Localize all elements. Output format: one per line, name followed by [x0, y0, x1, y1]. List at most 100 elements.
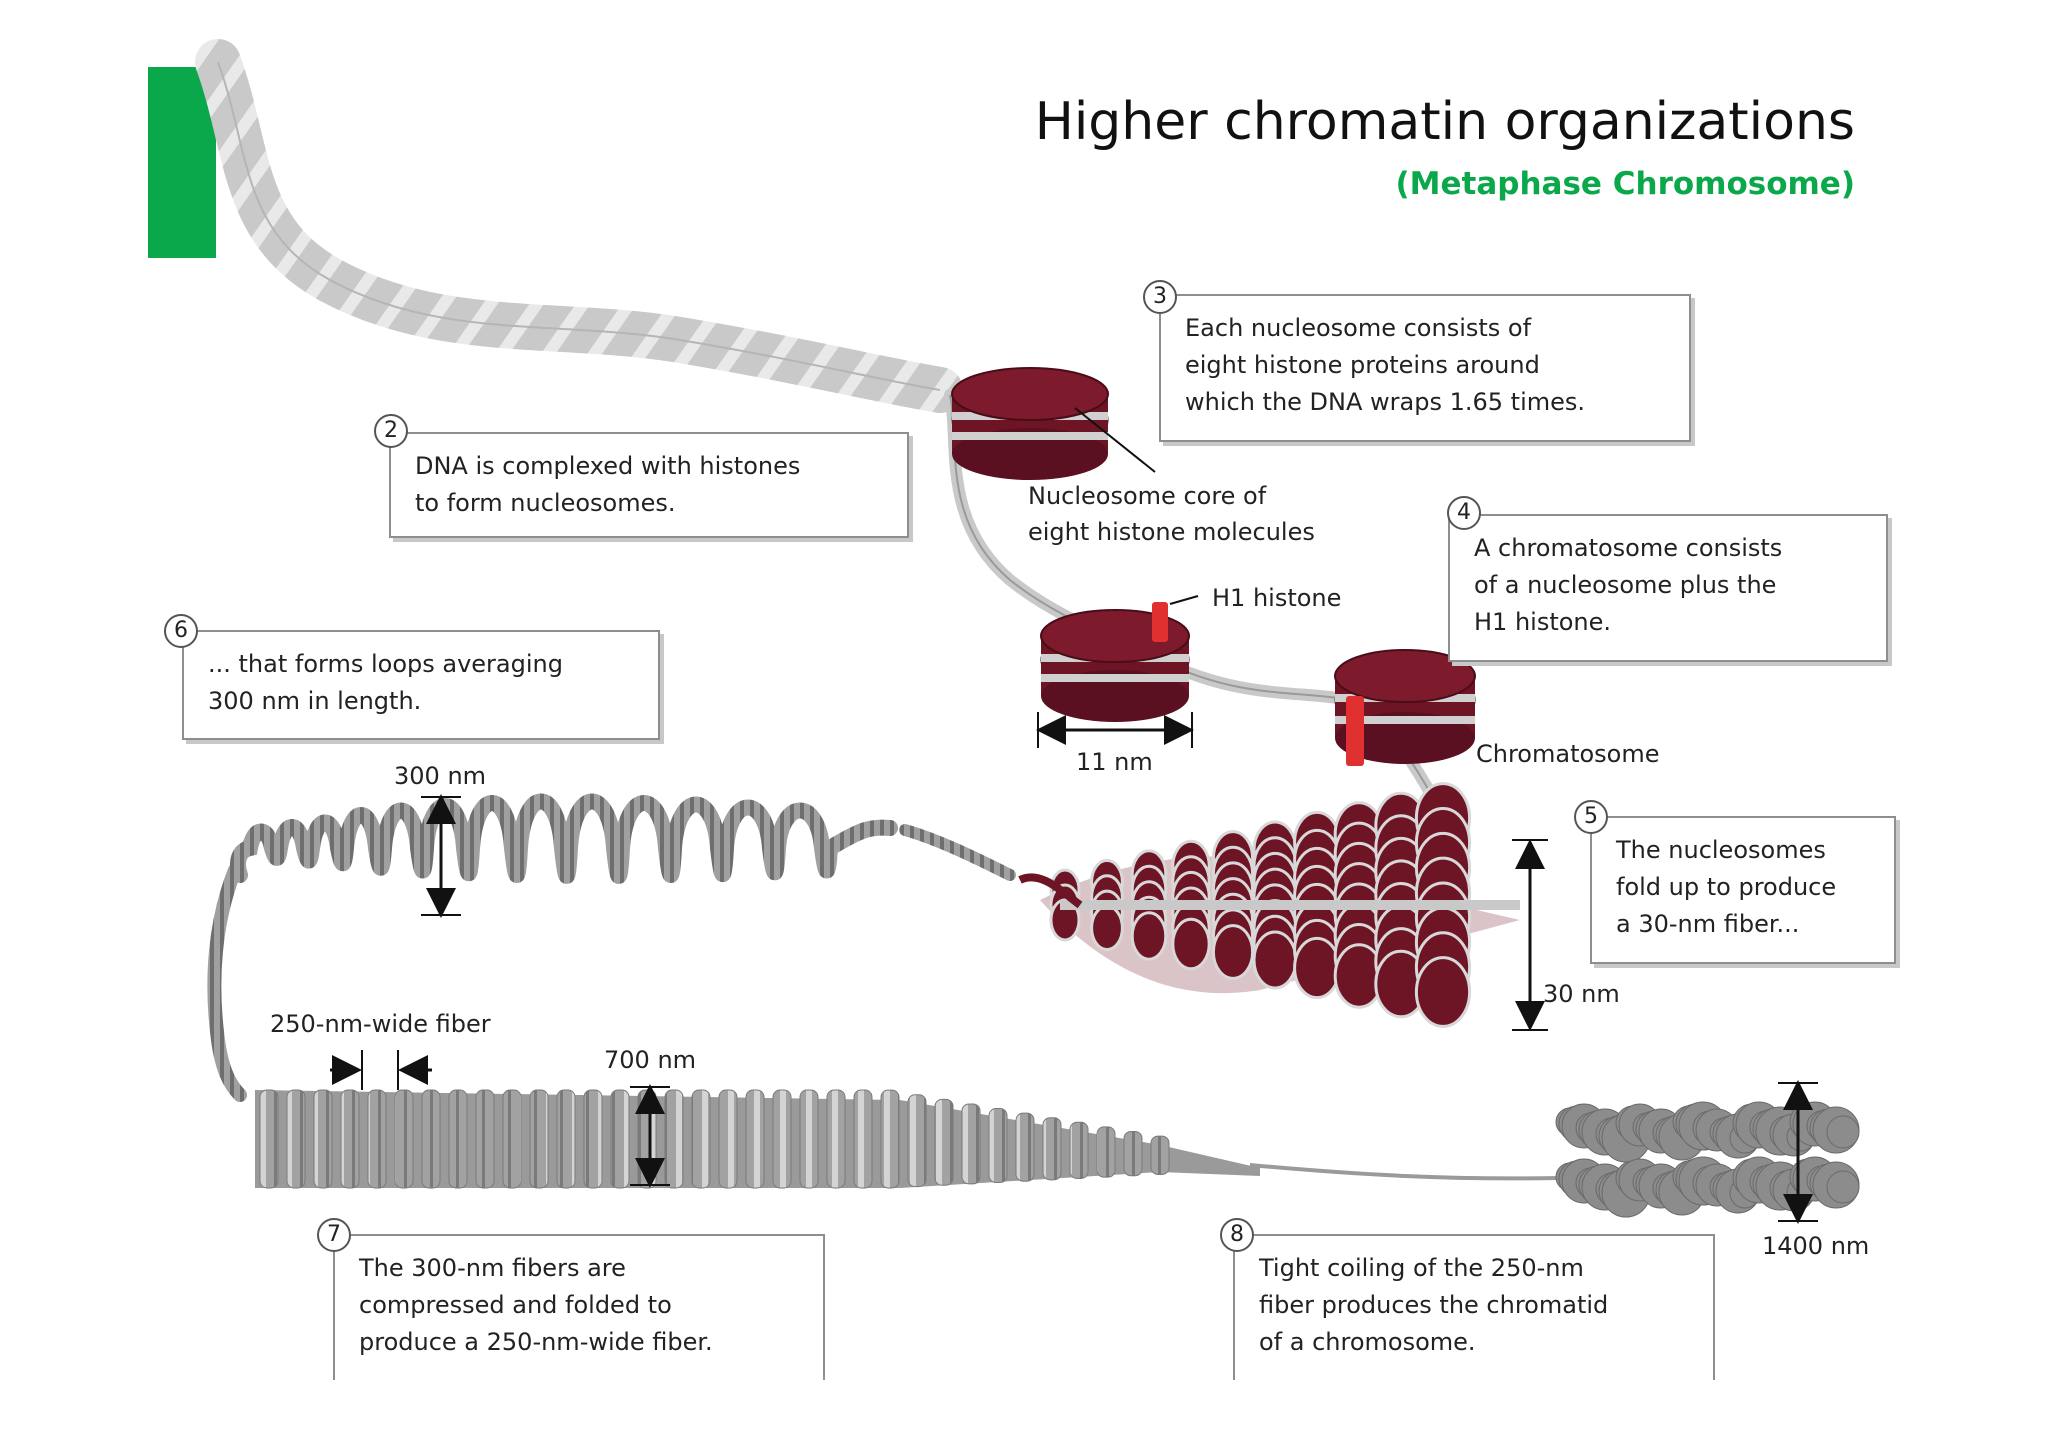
callout-3-line-3: which the DNA wraps 1.65 times. — [1185, 388, 1586, 416]
fiber-250nm-segment — [340, 1089, 360, 1189]
label-250nm-wide-fiber: 250-nm-wide fiber — [270, 1010, 491, 1038]
fiber-250nm-segment — [394, 1089, 414, 1189]
fiber-250nm-segment — [745, 1089, 765, 1189]
label-nucleosome-core-line-2: eight histone molecules — [1028, 518, 1315, 546]
fiber-30nm — [1040, 782, 1520, 1028]
fiber-250nm-segment — [502, 1089, 522, 1189]
fiber-30nm-nucleosome — [1171, 917, 1211, 971]
callout-3-line-1: Each nucleosome consists of — [1185, 314, 1532, 342]
callout-7-line-3: produce a 250-nm-wide fiber. — [359, 1328, 713, 1356]
callout-6-number: 6 — [164, 614, 198, 648]
callout-6: ... that forms loops averaging 300 nm in… — [182, 630, 660, 740]
fiber-250nm-segment — [1069, 1121, 1089, 1180]
callout-4-number: 4 — [1447, 496, 1481, 530]
fiber-250nm-segment — [664, 1089, 684, 1189]
label-30nm: 30 nm — [1543, 980, 1620, 1008]
fiber-250nm-segment — [448, 1089, 468, 1189]
chromatid-arm-lower-coil — [1826, 1170, 1860, 1204]
label-nucleosome-core: Nucleosome core of eight histone molecul… — [1028, 478, 1315, 550]
fiber-250nm-segment — [475, 1089, 495, 1189]
fiber-250nm-segment — [556, 1089, 576, 1189]
fiber-30nm-nucleosome — [1090, 904, 1124, 952]
callout-8-line-1: Tight coiling of the 250-nm — [1259, 1254, 1584, 1282]
fiber-250nm-segment — [286, 1089, 306, 1189]
coiled-connector — [207, 863, 247, 1102]
slide-subtitle: (Metaphase Chromosome) — [1395, 166, 1855, 202]
fiber-250nm-segment — [1096, 1126, 1116, 1178]
fiber-250nm-segment — [313, 1089, 333, 1189]
fiber-250nm-segment — [961, 1103, 981, 1185]
callout-5-line-3: a 30-nm fiber... — [1616, 910, 1800, 938]
slide-title: Higher chromatin organizations — [1034, 92, 1855, 152]
callout-8: Tight coiling of the 250-nm fiber produc… — [1233, 1234, 1715, 1380]
fiber-250nm-segment — [637, 1089, 657, 1189]
label-h1-histone: H1 histone — [1212, 584, 1342, 612]
fiber-30nm-core — [1060, 900, 1520, 910]
fiber-250nm-segment — [1123, 1130, 1143, 1177]
callout-8-number: 8 — [1220, 1218, 1254, 1252]
callout-3-number: 3 — [1143, 280, 1177, 314]
h1-histone-leader — [1169, 595, 1199, 605]
fiber-250nm — [255, 1089, 1260, 1189]
callout-5: The nucleosomes fold up to produce a 30-… — [1590, 816, 1896, 964]
fiber-250nm-segment — [421, 1089, 441, 1189]
fiber-250nm-segment — [1015, 1112, 1035, 1182]
dna-helix — [195, 39, 963, 413]
fiber-30nm-nucleosome — [1252, 930, 1298, 990]
fiber-30nm-nucleosome — [1130, 911, 1168, 961]
accent-bar — [148, 67, 216, 258]
fiber-250nm-segment — [529, 1089, 549, 1189]
nucleosome-top — [951, 367, 1109, 480]
fiber-250nm-segment — [610, 1089, 630, 1189]
h1-histone-mark — [1152, 602, 1168, 642]
label-1400nm: 1400 nm — [1762, 1232, 1870, 1260]
chromatid-connector — [1249, 1163, 1561, 1181]
callout-2-line-1: DNA is complexed with histones — [415, 452, 801, 480]
label-11nm: 11 nm — [1076, 748, 1153, 776]
fiber-250nm-segment — [799, 1089, 819, 1189]
fiber-250nm-segment — [583, 1089, 603, 1189]
callout-4-line-1: A chromatosome consists — [1474, 534, 1783, 562]
fiber-250nm-segment — [853, 1089, 873, 1189]
callout-8-line-3: of a chromosome. — [1259, 1328, 1476, 1356]
fiber-250nm-segment — [772, 1089, 792, 1189]
callout-2: DNA is complexed with histones to form n… — [389, 432, 909, 538]
callout-3: Each nucleosome consists of eight histon… — [1159, 294, 1691, 442]
fiber-30nm-nucleosome — [1293, 936, 1341, 1000]
callout-2-number: 2 — [374, 414, 408, 448]
callout-4-line-2: of a nucleosome plus the — [1474, 571, 1777, 599]
fiber-250nm-segment — [988, 1108, 1008, 1184]
fiber-30nm-nucleosome — [1414, 956, 1472, 1028]
callout-4-line-3: H1 histone. — [1474, 608, 1612, 636]
callout-3-line-2: eight histone proteins around — [1185, 351, 1540, 379]
fiber-250nm-segment — [880, 1089, 900, 1189]
label-chromatosome: Chromatosome — [1476, 740, 1660, 768]
callout-7: The 300-nm fibers are compressed and fol… — [333, 1234, 825, 1380]
chromatosome — [1334, 649, 1476, 766]
callout-6-line-1: ... that forms loops averaging — [208, 650, 563, 678]
callout-5-line-1: The nucleosomes — [1616, 836, 1826, 864]
callout-4: A chromatosome consists of a nucleosome … — [1448, 514, 1888, 662]
nucleosome-middle — [1040, 602, 1190, 722]
fiber-250nm-segment — [1042, 1117, 1062, 1181]
fiber-250nm-segment — [907, 1094, 927, 1188]
callout-7-number: 7 — [317, 1218, 351, 1252]
looped-fiber-300nm — [230, 793, 898, 884]
fiber-250nm-segment — [367, 1089, 387, 1189]
fiber-250nm-segment — [259, 1089, 279, 1189]
callout-2-line-2: to form nucleosomes. — [415, 489, 676, 517]
fiber-250nm-segment — [934, 1098, 954, 1186]
callout-5-line-2: fold up to produce — [1616, 873, 1837, 901]
fiber-250nm-segment — [1150, 1135, 1170, 1175]
fiber-30nm-nucleosome — [1211, 924, 1255, 980]
label-700nm: 700 nm — [604, 1046, 697, 1074]
label-nucleosome-core-line-1: Nucleosome core of — [1028, 482, 1267, 510]
nucleosome-core-leader — [1074, 407, 1156, 473]
callout-8-line-2: fiber produces the chromatid — [1259, 1291, 1609, 1319]
callout-7-line-2: compressed and folded to — [359, 1291, 672, 1319]
callout-6-line-2: 300 nm in length. — [208, 687, 422, 715]
fiber-tail — [1018, 873, 1083, 909]
small-coil — [899, 824, 1016, 881]
